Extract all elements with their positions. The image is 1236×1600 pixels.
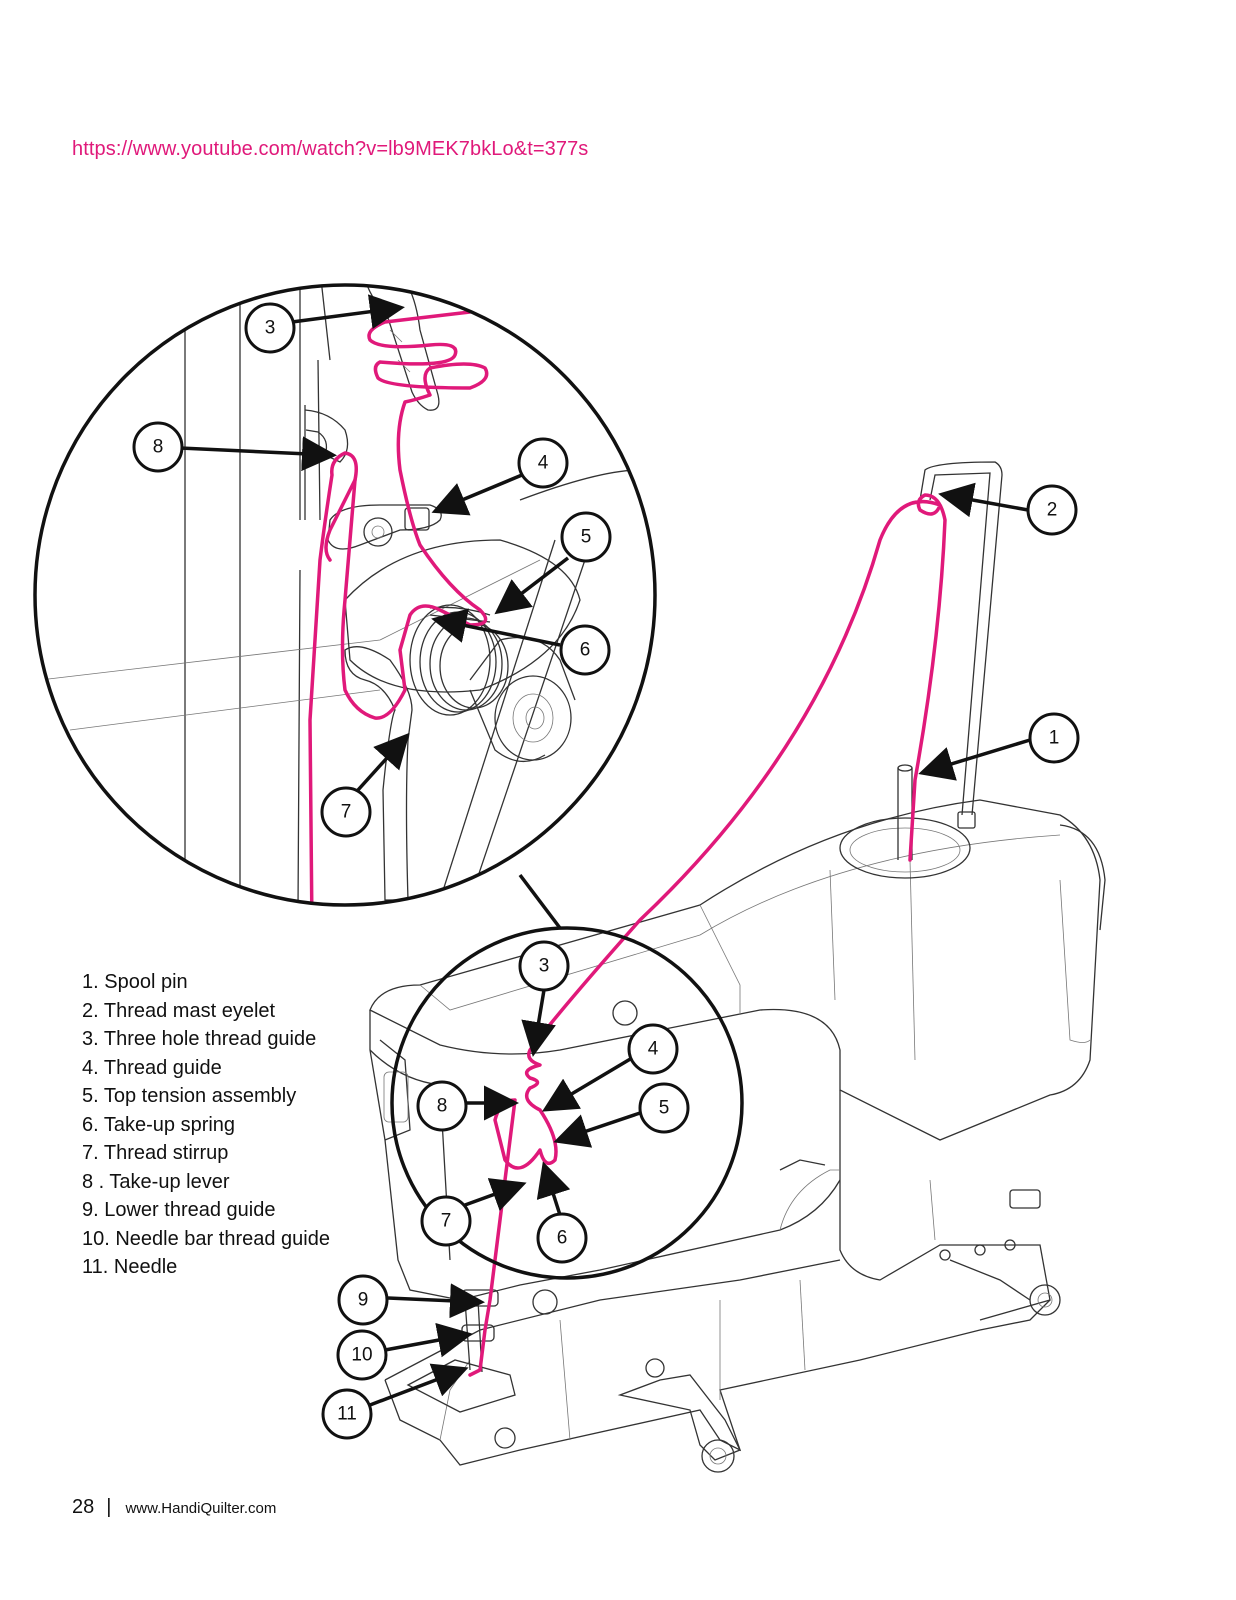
callout-7-zoom: 7	[320, 786, 372, 838]
footer-website[interactable]: www.HandiQuilter.com	[125, 1500, 277, 1517]
legend-item: 11. Needle	[82, 1256, 178, 1278]
svg-text:2: 2	[1047, 500, 1058, 521]
zoom-thread-path	[308, 310, 489, 905]
callout-7: 7	[420, 1195, 472, 1247]
svg-text:6: 6	[557, 1228, 568, 1249]
page-footer: 28 | www.HandiQuilter.com	[72, 1496, 276, 1519]
machine-zoom-ring	[390, 926, 744, 1280]
svg-text:1: 1	[1049, 728, 1060, 749]
callout-3: 3	[518, 940, 570, 992]
svg-text:9: 9	[358, 1290, 369, 1311]
legend-item: 4. Thread guide	[82, 1056, 222, 1079]
svg-text:10: 10	[351, 1345, 372, 1366]
callout-8: 8	[416, 1080, 468, 1132]
legend-item: 5. Top tension assembly	[82, 1085, 297, 1107]
callout-6: 6	[536, 1212, 588, 1264]
video-link[interactable]: https://www.youtube.com/watch?v=lb9MEK7b…	[72, 138, 589, 160]
machine-callouts: 2 1 3 4 8 5 7 6 9 10 11	[321, 484, 1080, 1440]
legend-item: 2. Thread mast eyelet	[82, 999, 276, 1022]
callout-10: 10	[336, 1329, 388, 1381]
svg-text:7: 7	[441, 1211, 452, 1232]
callout-3-zoom: 3	[244, 302, 296, 354]
footer-separator: |	[106, 1496, 112, 1518]
zoom-callouts: 3 8 4 5 6 7	[132, 302, 612, 838]
svg-text:7: 7	[341, 802, 352, 823]
legend-item: 8 . Take-up lever	[82, 1170, 230, 1193]
legend-item: 3. Three hole thread guide	[82, 1028, 317, 1050]
svg-text:4: 4	[538, 453, 549, 474]
svg-text:8: 8	[153, 437, 164, 458]
machine-illustration	[369, 461, 1106, 1473]
callout-5-zoom: 5	[560, 511, 612, 563]
zoom-circle-border	[33, 283, 657, 907]
legend-item: 9. Lower thread guide	[82, 1199, 276, 1221]
callout-1: 1	[1028, 712, 1080, 764]
svg-text:3: 3	[539, 956, 550, 977]
svg-text:11: 11	[337, 1404, 357, 1425]
callout-5: 5	[638, 1082, 690, 1134]
legend-item: 6. Take-up spring	[82, 1113, 236, 1136]
callout-arrows	[179, 294, 1031, 1407]
callout-8-zoom: 8	[132, 421, 184, 473]
callout-4-zoom: 4	[517, 437, 569, 489]
svg-text:3: 3	[265, 318, 276, 339]
callout-2: 2	[1026, 484, 1078, 536]
callout-11: 11	[321, 1388, 373, 1440]
legend-item: 10. Needle bar thread guide	[82, 1227, 330, 1250]
callout-6-zoom: 6	[559, 624, 611, 676]
svg-text:6: 6	[580, 640, 591, 661]
svg-text:5: 5	[659, 1098, 670, 1119]
svg-text:8: 8	[437, 1096, 448, 1117]
parts-legend: 1. Spool pin 2. Thread mast eyelet 3. Th…	[82, 968, 330, 1282]
callout-9: 9	[337, 1274, 389, 1326]
page-number: 28	[72, 1496, 95, 1518]
zoom-connector-line	[518, 873, 562, 930]
legend-item: 7. Thread stirrup	[82, 1142, 229, 1164]
svg-text:4: 4	[648, 1039, 659, 1060]
legend-item: 1. Spool pin	[82, 971, 188, 993]
callout-4: 4	[627, 1023, 679, 1075]
svg-text:5: 5	[581, 527, 592, 548]
